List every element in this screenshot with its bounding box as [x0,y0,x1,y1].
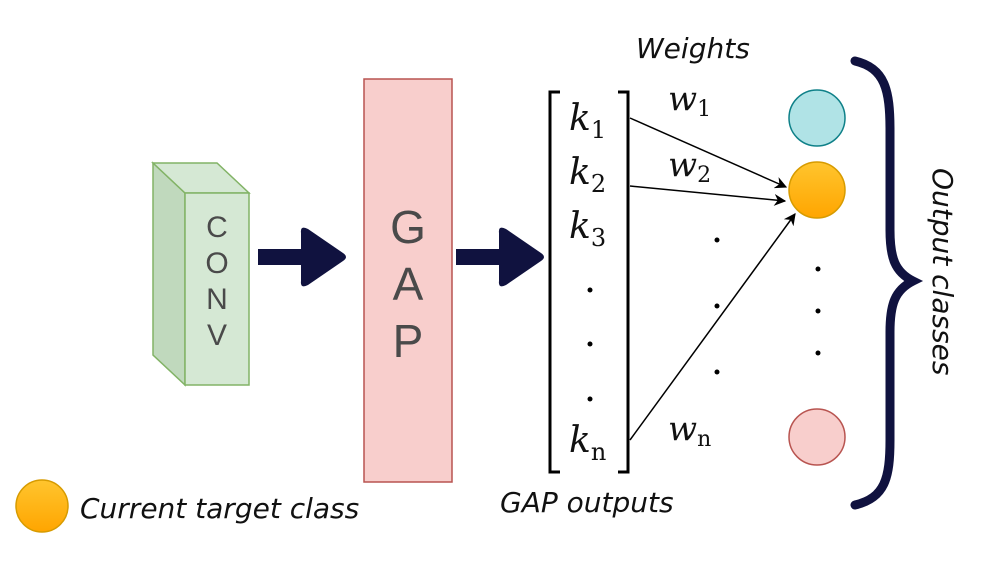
output-classes-brace [850,56,924,510]
gap-output-k3: k3 [569,206,606,252]
legend-target-class-label: Current target class [80,492,359,525]
connection-k1-to-target [629,117,788,189]
output-node-target-class [788,161,846,219]
conv-block-side [152,161,186,387]
conv-letter: O [205,247,228,280]
right-bracket [618,90,630,474]
weight-w1: w1 [668,79,711,122]
gap-letter: G [390,201,426,253]
gap-output-vector: k1 k2 k3 kn GAP outputs [500,90,674,519]
connection-kn-to-target [629,213,796,441]
conv-letter: C [206,211,228,244]
weight-w2: w2 [668,145,711,188]
weight-ellipsis-dot [714,303,720,309]
gap-outputs-label: GAP outputs [500,486,674,519]
connection-k2-to-target [629,185,787,206]
output-classes-label: Output classes [926,168,959,375]
weight-ellipsis-dot [714,237,720,243]
gap-output-k1: k1 [569,98,606,144]
output-ellipsis-dot [815,266,821,272]
arrow-conv-to-gap [258,227,346,287]
weight-ellipsis-dot [714,369,720,375]
legend-target-class-swatch [15,479,69,533]
output-node-class-n [788,408,846,466]
conv-block-front [184,192,250,386]
gap-block: G A P [363,78,453,483]
output-classes: Output classes [788,56,959,510]
gap-letter: P [393,315,424,367]
weights-group: Weights w1 w2 wn [629,32,796,452]
gap-output-ellipsis-dot [587,341,593,347]
gap-output-ellipsis-dot [587,287,593,293]
gap-output-kn: kn [569,420,606,466]
conv-letter: V [207,319,227,352]
conv-block: C O N V [151,161,251,387]
output-ellipsis-dot [815,350,821,356]
weights-title: Weights [636,32,750,65]
output-ellipsis-dot [815,308,821,314]
left-bracket [548,90,560,474]
weight-wn: wn [668,409,711,452]
arrow-gap-to-vector [456,227,544,287]
gap-output-k2: k2 [569,152,606,198]
gap-output-ellipsis-dot [587,396,593,402]
legend: Current target class [15,479,359,533]
gap-block-rect [363,78,453,483]
output-node-class-1 [788,89,846,147]
gap-letter: A [393,258,424,310]
conv-letter: N [206,283,228,316]
